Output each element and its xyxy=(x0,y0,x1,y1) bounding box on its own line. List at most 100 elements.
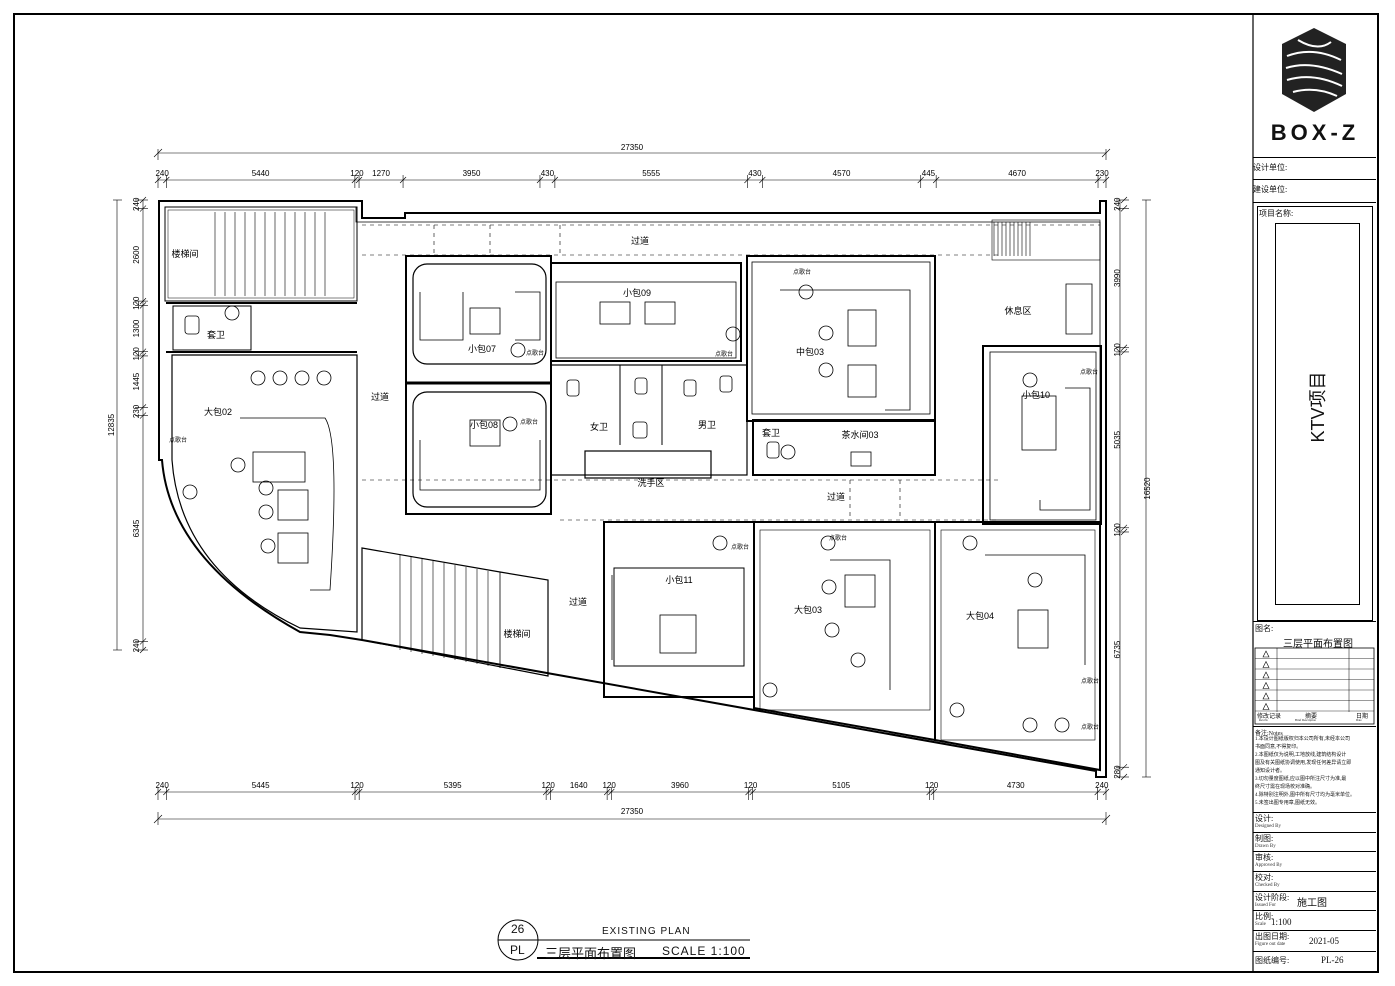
top-dim-5: 430 xyxy=(541,169,555,178)
room-label-suite_bath2: 套卫 xyxy=(762,427,780,438)
designer-field: 设计:Designed By xyxy=(1255,814,1281,829)
left-dim-7: 6345 xyxy=(132,519,141,537)
bottom-dim-12: 240 xyxy=(1095,781,1109,790)
rev-header-3: 日期 xyxy=(1356,714,1369,720)
kiosk-label-8: 点歌台 xyxy=(1081,677,1099,685)
brand-name: BOX-Z xyxy=(1270,120,1360,145)
plan-title-en: EXISTING PLAN xyxy=(602,926,691,937)
kiosk-label-4: 点歌台 xyxy=(1080,368,1098,376)
furniture xyxy=(184,283,1093,690)
top-dim-1: 5440 xyxy=(252,169,270,178)
project-name: KTV项目 xyxy=(1308,371,1328,443)
left-dim-4: 120 xyxy=(132,347,141,361)
top-dim-4: 3950 xyxy=(463,169,481,178)
room-label-corridor_low: 过道 xyxy=(569,596,587,607)
left-dim-5: 1445 xyxy=(132,372,141,390)
right-dim-5: 6735 xyxy=(1113,640,1122,658)
title-block: BOX-Z 设计单位: 建设单位: 项目名称: KTV项目 图名: 三层平面布置… xyxy=(1253,16,1376,971)
room-label-small07: 小包07 xyxy=(468,343,496,354)
room-label-mid03: 中包03 xyxy=(796,346,824,357)
kiosk-label-0: 点歌台 xyxy=(526,349,544,357)
room-label-corridor_mid: 过道 xyxy=(827,491,845,502)
right-dim-6: 280 xyxy=(1113,765,1122,779)
room-label-big04: 大包04 xyxy=(966,610,994,621)
top-dim-10: 4670 xyxy=(1008,169,1026,178)
kiosk-label-7: 点歌台 xyxy=(829,534,847,542)
right-dim-4: 120 xyxy=(1113,523,1122,537)
room-label-small09: 小包09 xyxy=(623,287,651,298)
left-dim-2: 120 xyxy=(132,296,141,310)
room-label-big03: 大包03 xyxy=(794,604,822,615)
drawing-label: 图名: xyxy=(1255,624,1274,633)
drawing-no-value: PL-26 xyxy=(1321,955,1344,965)
room-label-female_wc: 女卫 xyxy=(590,421,608,432)
date-value: 2021-05 xyxy=(1309,936,1339,946)
plan-number: 26 xyxy=(511,922,525,936)
room-label-wash: 洗手区 xyxy=(637,477,664,488)
bottom-dim-11: 4730 xyxy=(1007,781,1025,790)
room-label-tea03: 茶水间03 xyxy=(841,429,878,440)
bottom-dim-9: 5105 xyxy=(832,781,850,790)
drawing-name: 三层平面布置图 xyxy=(1283,639,1353,650)
room-label-corridor_left: 过道 xyxy=(371,391,389,402)
bottom-dim-1: 5445 xyxy=(252,781,270,790)
note-line: 4.除特别注明外,图中所有尺寸均为毫米单位。 xyxy=(1255,793,1356,798)
note-line: 2.本图纸仅为说明,工地放线,建筑结构设计 xyxy=(1255,753,1347,758)
left-dim-0: 240 xyxy=(132,197,141,211)
notes-list: 1.本设计图纸版权归本公司所有,未经本公司书面同意,不得复印。2.本图纸仅为说明… xyxy=(1255,736,1375,808)
room-label-big02: 大包02 xyxy=(204,406,232,417)
kiosk-label-3: 点歌台 xyxy=(793,268,811,276)
note-line: 3.切勿量度图纸,应以图中所注尺寸为准,最 xyxy=(1255,777,1347,782)
scale-field: 比例:Scale 1:100 xyxy=(1255,912,1292,927)
top-dim-11: 230 xyxy=(1095,169,1109,178)
rev-header-2: 摘要 xyxy=(1305,714,1318,720)
bottom-dim-5: 1640 xyxy=(570,781,588,790)
build-unit: 建设单位: xyxy=(1253,185,1288,194)
project-label: 项目名称: xyxy=(1259,209,1294,218)
kiosk-label-1: 点歌台 xyxy=(520,418,538,426)
left-dim-3: 1300 xyxy=(132,319,141,337)
plan-title-zh: 三层平面布置图 xyxy=(545,946,637,961)
notes-title: 备注:Notes xyxy=(1255,731,1283,737)
top-dim-0: 240 xyxy=(155,169,169,178)
room-label-small10: 小包10 xyxy=(1022,389,1050,400)
date-field: 出图日期:Figure out date 2021-05 xyxy=(1255,932,1339,947)
right-dim-1: 3990 xyxy=(1113,269,1122,287)
note-line: 1.本设计图纸版权归本公司所有,未经本公司 xyxy=(1255,737,1351,742)
bottom-dim-2: 120 xyxy=(350,781,364,790)
note-line: 图及有关图纸协调使用,发现任何差异请立即 xyxy=(1255,761,1352,766)
revision-table xyxy=(1254,647,1375,725)
note-line: 5.未签出图专用章,图纸无效。 xyxy=(1255,801,1321,806)
left-dim-6: 230 xyxy=(132,404,141,418)
room-label-male_wc: 男卫 xyxy=(698,420,716,430)
rev-header-1: 修改记录 xyxy=(1257,714,1282,720)
room-label-stair2: 楼梯间 xyxy=(503,628,530,639)
left-dim-total: 12835 xyxy=(107,413,116,436)
stage-value: 施工图 xyxy=(1297,898,1327,909)
right-dim-total: 16520 xyxy=(1143,477,1152,500)
kiosk-label-9: 点歌台 xyxy=(1081,723,1099,731)
bottom-dim-8: 120 xyxy=(744,781,758,790)
top-dim-8: 4570 xyxy=(833,169,851,178)
rev-header-en-1: Rev.No xyxy=(1259,718,1269,722)
plan-code: PL xyxy=(510,943,525,957)
dimensions-right xyxy=(1116,196,1151,781)
top-dim-2: 120 xyxy=(350,169,364,178)
note-line: 通知设计者。 xyxy=(1255,769,1286,774)
right-dim-3: 5035 xyxy=(1113,430,1122,448)
top-dim-total: 27350 xyxy=(621,143,644,152)
design-unit: 设计单位: xyxy=(1253,163,1288,172)
right-dim-0: 240 xyxy=(1113,197,1122,211)
right-dim-2: 120 xyxy=(1113,343,1122,357)
approved-field: 审核:Approved By xyxy=(1255,853,1283,868)
dimensions-top xyxy=(153,148,1111,188)
checked-field: 校对:Checked By xyxy=(1255,873,1280,888)
plan-title xyxy=(497,919,750,961)
room-label-corridor_top: 过道 xyxy=(631,235,649,246)
